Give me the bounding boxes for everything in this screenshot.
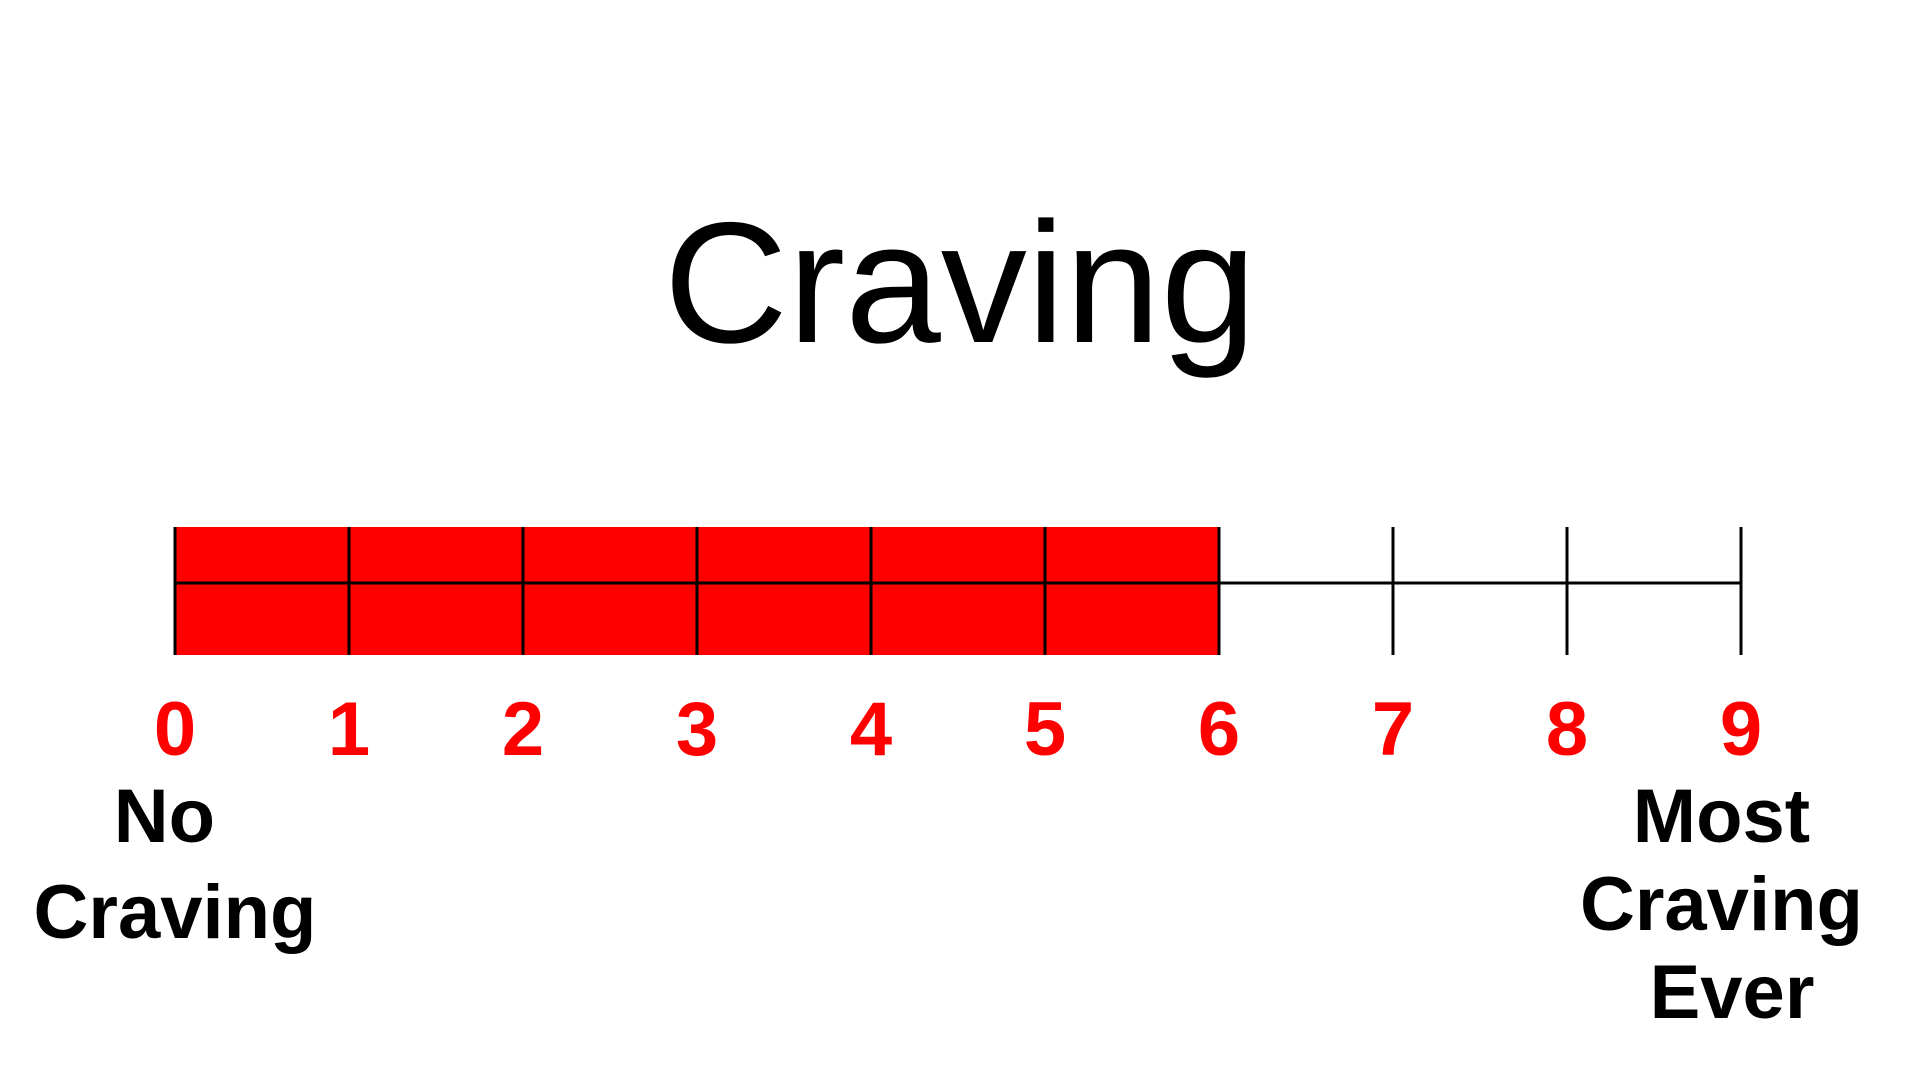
high-anchor-label: Most Craving Ever	[1580, 774, 1884, 1035]
scale-tick-label-9: 9	[1720, 687, 1762, 772]
rating-scale: 0 1 2 3 4 5 6 7 8 9	[154, 527, 1762, 772]
scale-tick-labels: 0 1 2 3 4 5 6 7 8 9	[154, 687, 1762, 772]
high-anchor-line-1: Most	[1633, 774, 1810, 859]
page-title: Craving	[664, 187, 1257, 379]
low-anchor-line-2: Craving	[34, 870, 317, 955]
scale-tick-label-0: 0	[154, 687, 196, 772]
low-anchor-line-1: No	[114, 774, 215, 859]
high-anchor-line-3: Ever	[1650, 950, 1815, 1035]
scale-tick-label-4: 4	[850, 687, 892, 772]
high-anchor-line-2: Craving	[1580, 862, 1863, 947]
scale-tick-label-2: 2	[502, 687, 544, 772]
low-anchor-label: No Craving	[34, 774, 317, 955]
scale-tick-label-5: 5	[1024, 687, 1066, 772]
scale-tick-label-6: 6	[1198, 687, 1240, 772]
scale-tick-label-3: 3	[676, 687, 718, 772]
scale-ticks	[173, 527, 1743, 655]
scale-tick-label-1: 1	[328, 687, 370, 772]
scale-tick-label-7: 7	[1372, 687, 1414, 772]
scale-tick-label-8: 8	[1546, 687, 1588, 772]
